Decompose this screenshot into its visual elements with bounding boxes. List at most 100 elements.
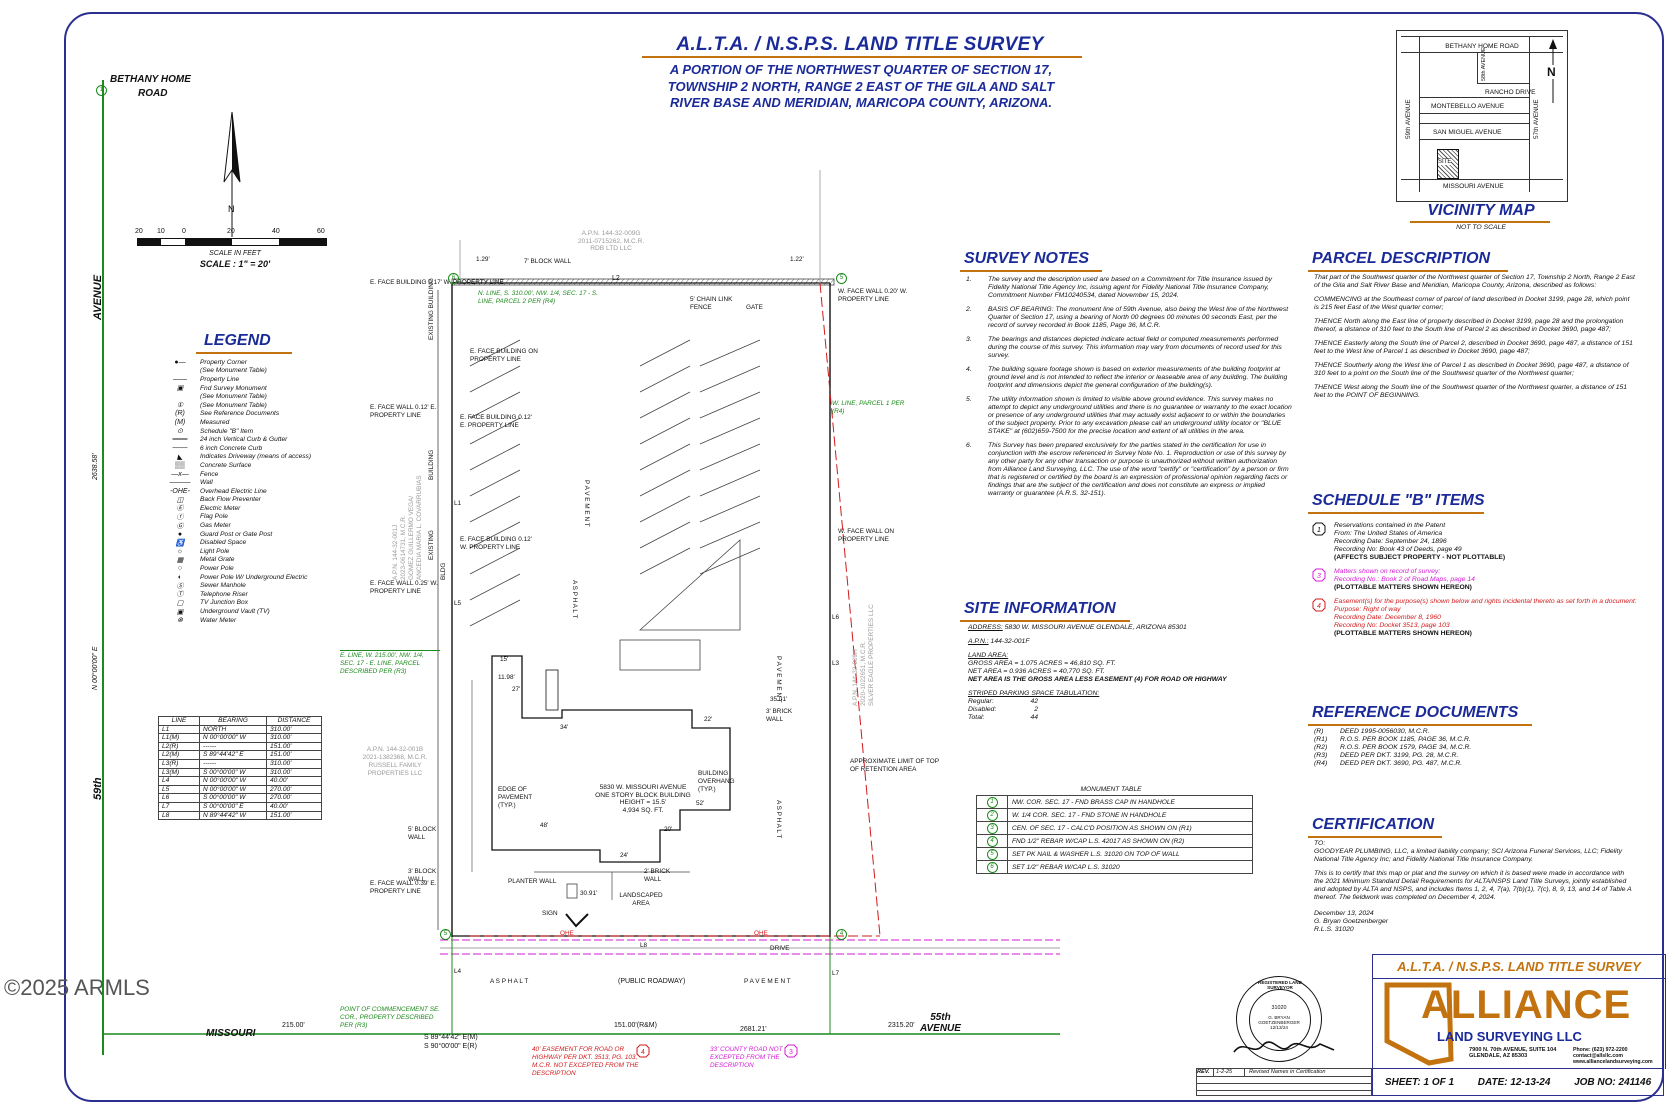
apn-line: GOMEZ GUILLERMO VEGA/ xyxy=(408,495,415,580)
monument-number: 6 xyxy=(986,862,998,873)
scale-tick: 60 xyxy=(317,228,325,235)
legend-symbol: -OHE- xyxy=(170,487,190,495)
schedule-b-line: Matters shown on record of survey: xyxy=(1334,568,1441,575)
job-number: JOB NO: 241146 xyxy=(1574,1076,1652,1088)
legend-item: ═══24 inch Vertical Curb & Gutter xyxy=(160,435,380,444)
ref-docs-list: (R)DEED 1995-0056030, M.C.R.(R1)R.O.S. P… xyxy=(1314,728,1614,768)
monument-number: 4 xyxy=(986,836,998,847)
monument-number: 5 xyxy=(986,849,998,860)
line-table-cell: 151.00' xyxy=(266,810,322,821)
page-title: A.L.T.A. / N.S.P.S. LAND TITLE SURVEY xyxy=(676,34,1044,55)
brick-wall-3-label: 3' BRICK WALL xyxy=(766,708,793,723)
legend-label: Fence xyxy=(200,470,219,478)
legend-item: ▦Metal Grate xyxy=(160,556,380,565)
legend-label: (See Monument Table) xyxy=(200,401,267,409)
dim: 22' xyxy=(704,716,713,723)
ref-docs-title: REFERENCE DOCUMENTS xyxy=(1312,704,1519,721)
face-note: W. FACE WALL 0.20' W. PROPERTY LINE xyxy=(838,288,908,303)
monument-4-marker: 4 xyxy=(836,922,847,940)
landscaped-label: LANDSCAPED AREA xyxy=(619,892,663,907)
legend-rule xyxy=(196,352,292,354)
face-note: W. FACE WALL ON PROPERTY LINE xyxy=(838,528,894,543)
drive-label: DRIVE xyxy=(770,945,790,952)
face-note: E. FACE BUILDING 0.12' W. PROPERTY LINE xyxy=(460,536,532,551)
company-subname: LAND SURVEYING LLC xyxy=(1437,1029,1582,1044)
apn-line: 2023-0614731, M.C.R. xyxy=(400,515,407,580)
certification-date: December 13, 2024 xyxy=(1314,910,1374,917)
legend-item: (M)Measured xyxy=(160,418,380,427)
certification-parties: GOODYEAR PLUMBING, LLC, a limited liabil… xyxy=(1314,848,1622,863)
schedule-b-line: Reservations contained in the Patent xyxy=(1334,522,1446,529)
survey-note-item: 5.The utility information shown is limit… xyxy=(966,396,1292,436)
building-outline xyxy=(491,655,731,863)
monument-5-marker: 5 xyxy=(440,922,451,940)
survey-note-number: 3. xyxy=(966,336,972,343)
county-road-label: 33' COUNTY ROAD NOT EXCEPTED FROM THE DE… xyxy=(710,1046,783,1069)
asphalt-label: A S P H A L T xyxy=(775,800,782,839)
legend-item: ———Wall xyxy=(160,478,380,487)
company-phone: Phone: (623) 972-2200 xyxy=(1573,1047,1628,1053)
survey-note-number: 2. xyxy=(966,306,972,313)
retention-label: APPROXIMATE LIMIT OF TOP OF RETENTION AR… xyxy=(850,758,939,773)
parking-total-label: Total: xyxy=(968,714,985,721)
legend-label: Measured xyxy=(200,418,230,426)
ref-doc-item: (R2)R.O.S. PER BOOK 1579, PAGE 34, M.C.R… xyxy=(1314,744,1614,752)
ref-doc-key: (R) xyxy=(1314,728,1324,735)
schedule-b-line: Purpose: Right of way xyxy=(1334,606,1401,613)
legend-label: Property Line xyxy=(200,375,240,383)
dim: 215.00' xyxy=(282,1022,305,1029)
seal-text: REGISTERED LAND SURVEYOR xyxy=(1258,980,1302,990)
land-area-label: LAND AREA: xyxy=(968,652,1009,659)
road-55th-line: 55th xyxy=(930,1012,951,1023)
survey-notes-title: SURVEY NOTES xyxy=(964,250,1090,267)
parcel-paragraph: THENCE West along the South line of the … xyxy=(1314,384,1628,399)
rev-label: REV. xyxy=(1197,1069,1214,1076)
apn-east: A.P.N. 144-32-009H 2020-1022651, M.C.R. … xyxy=(852,604,876,706)
apn-west: A.P.N. 144-32-001J 2023-0614731, M.C.R. … xyxy=(392,475,424,580)
schedule-b-line: Recording No: Docket 3513, page 103 xyxy=(1334,622,1450,629)
apn-line: A.P.N. 144-32-001J xyxy=(392,524,399,580)
apn-line: A.P.N. 144-32-009G xyxy=(581,230,641,237)
vicinity-title: VICINITY MAP xyxy=(1427,202,1535,219)
signature-icon xyxy=(1233,1041,1335,1053)
gross-area: GROSS AREA = 1.075 ACRES = 46,810 SQ. FT… xyxy=(968,660,1116,667)
legend-symbol: ◐ xyxy=(177,573,183,581)
site-info-block: ADDRESS: 5830 W. MISSOURI AVENUE GLENDAL… xyxy=(968,624,1278,722)
schedule-b-line: Recording Date: September 24, 1896 xyxy=(1334,538,1447,545)
apn-line: 2021-1382368, M.C.R. xyxy=(362,754,428,761)
apn-label: A.P.N.: xyxy=(968,638,989,645)
address-line: GLENDALE, AZ 85303 xyxy=(1469,1053,1528,1059)
vicinity-street: BETHANY HOME ROAD xyxy=(1445,43,1519,50)
legend-symbol: Ⓔ xyxy=(176,505,184,513)
block-wall-3-label: 3' BLOCK WALL xyxy=(408,868,437,883)
apn-line: PROPERTIES LLC xyxy=(367,770,423,777)
certification-body: This is to certify that this map or plat… xyxy=(1314,870,1632,901)
title-rule xyxy=(642,56,1082,58)
side-label: BLDG xyxy=(440,562,447,580)
legend-label: Disabled Space xyxy=(200,539,247,547)
survey-notes-list: 1.The survey and the description used ar… xyxy=(966,276,1292,504)
apn-line: RUSSELL FAMILY xyxy=(368,762,422,769)
legend-item: ——Property Line xyxy=(160,375,380,384)
brick-wall-2-label: 2' BRICK WALL xyxy=(644,868,671,883)
legend-symbol: ●— xyxy=(174,358,186,366)
block-wall-7-label: 7' BLOCK WALL xyxy=(524,258,572,265)
legend-symbol: ▣ xyxy=(176,608,184,616)
face-note: E. FACE BUILDING 0.12' E. PROPERTY LINE xyxy=(460,414,532,429)
company-name: ALLIANCE xyxy=(1421,983,1632,1027)
road-bethany-2: ROAD xyxy=(138,88,168,99)
legend-label: Sewer Manhole xyxy=(200,582,246,590)
pavement-road-label: P A V E M E N T xyxy=(744,978,791,985)
survey-note-text: The bearings and distances depicted indi… xyxy=(988,336,1282,359)
dim: 11.98' xyxy=(498,674,515,681)
ref-doc-item: (R1)R.O.S. PER BOOK 1185, PAGE 36, M.C.R… xyxy=(1314,736,1614,744)
schedule-b-list: 1 Reservations contained in the Patent F… xyxy=(1312,522,1642,638)
scale-bar: 20 10 0 20 40 60 SCALE IN FEET SCALE : 1… xyxy=(135,228,335,269)
schedule-b-item-1-icon: 1 xyxy=(1312,522,1326,536)
dim-122: 1.22' xyxy=(790,256,804,263)
legend-symbol: ⊙ xyxy=(177,428,183,436)
parcel-paragraph: THENCE North along the East line of prop… xyxy=(1314,318,1624,333)
